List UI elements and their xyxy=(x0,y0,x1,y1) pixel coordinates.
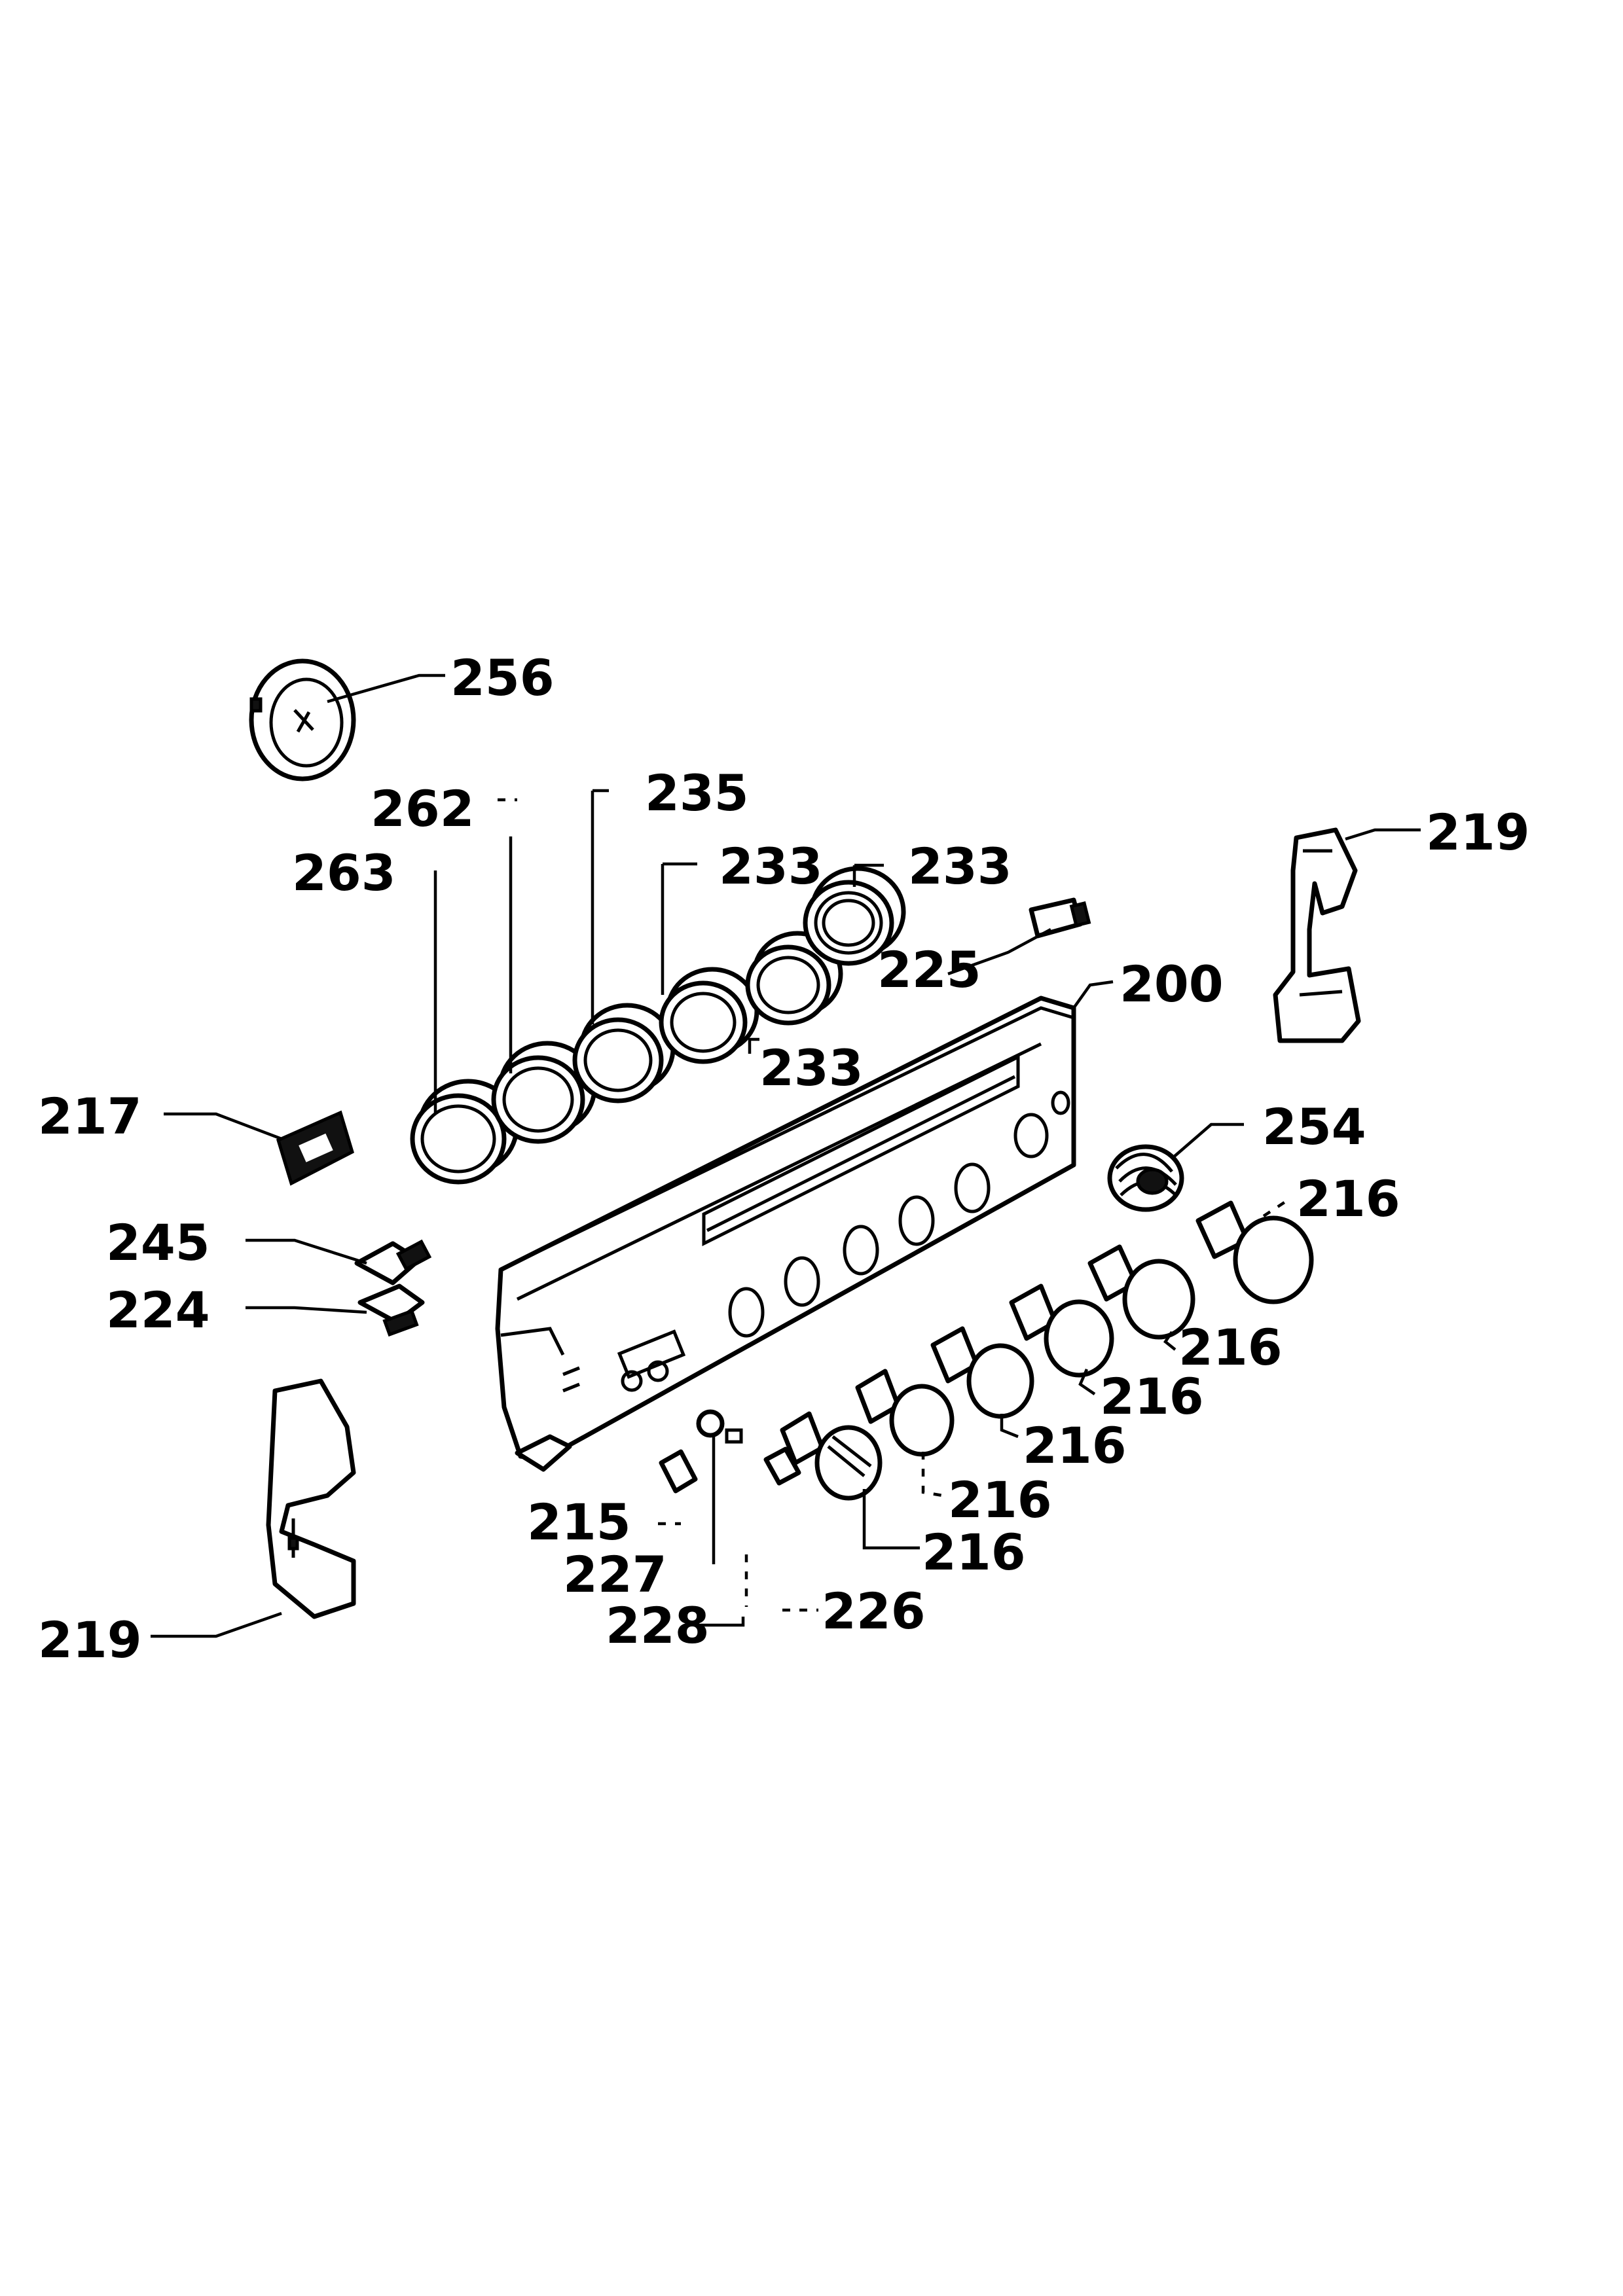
part-224-connector xyxy=(357,1283,425,1337)
part-217-switch xyxy=(276,1110,354,1186)
label-224: 224 xyxy=(106,1281,210,1339)
part-254-spring xyxy=(1107,1144,1184,1212)
part-227-small-part xyxy=(659,1449,698,1494)
label-219-top: 219 xyxy=(1426,803,1530,861)
part-216-knob-d xyxy=(930,1326,1034,1419)
label-215: 215 xyxy=(527,1493,631,1551)
part-labels: 256 262 235 263 233 233 219 225 200 233 … xyxy=(38,649,1530,1669)
label-226: 226 xyxy=(822,1582,926,1640)
label-228: 228 xyxy=(606,1596,710,1655)
label-233-a: 233 xyxy=(719,837,823,895)
part-226-small-part xyxy=(763,1446,801,1486)
label-216-a: 216 xyxy=(1296,1170,1400,1228)
part-216-knob-a xyxy=(1195,1200,1314,1304)
label-262: 262 xyxy=(371,780,475,838)
label-227: 227 xyxy=(563,1545,667,1604)
part-200-control-panel xyxy=(495,996,1076,1472)
label-216-f: 216 xyxy=(922,1523,1026,1581)
label-254: 254 xyxy=(1262,1098,1366,1156)
label-219-bottom: 219 xyxy=(38,1611,142,1669)
part-228-small-part xyxy=(696,1409,743,1444)
label-245: 245 xyxy=(106,1213,210,1272)
label-216-e: 216 xyxy=(948,1471,1052,1529)
part-235-knob-cap xyxy=(572,1003,676,1103)
part-216-knob-c xyxy=(1009,1283,1114,1378)
part-216-knob-f xyxy=(780,1411,883,1501)
part-216-knob-b xyxy=(1087,1244,1195,1340)
label-233-b: 233 xyxy=(908,837,1012,895)
label-216-d: 216 xyxy=(1023,1416,1127,1475)
part-245-connector xyxy=(354,1239,432,1285)
label-233-c: 233 xyxy=(759,1039,864,1097)
label-216-b: 216 xyxy=(1178,1318,1283,1376)
label-263: 263 xyxy=(292,844,396,902)
part-219-bracket-left xyxy=(266,1378,356,1619)
part-233-knob-cap-c xyxy=(803,866,906,966)
part-225-lamp xyxy=(1029,897,1091,939)
leader-lines xyxy=(151,673,1421,1638)
part-233-knob-cap-a xyxy=(659,967,759,1064)
part-256-ring xyxy=(249,658,356,781)
label-200: 200 xyxy=(1120,955,1224,1013)
label-217: 217 xyxy=(38,1087,142,1145)
part-219-bracket-right xyxy=(1273,827,1361,1043)
label-225: 225 xyxy=(877,941,981,999)
label-256: 256 xyxy=(450,649,555,707)
part-216-knob-e xyxy=(855,1369,955,1457)
label-235: 235 xyxy=(645,764,749,822)
label-216-c: 216 xyxy=(1100,1367,1204,1426)
